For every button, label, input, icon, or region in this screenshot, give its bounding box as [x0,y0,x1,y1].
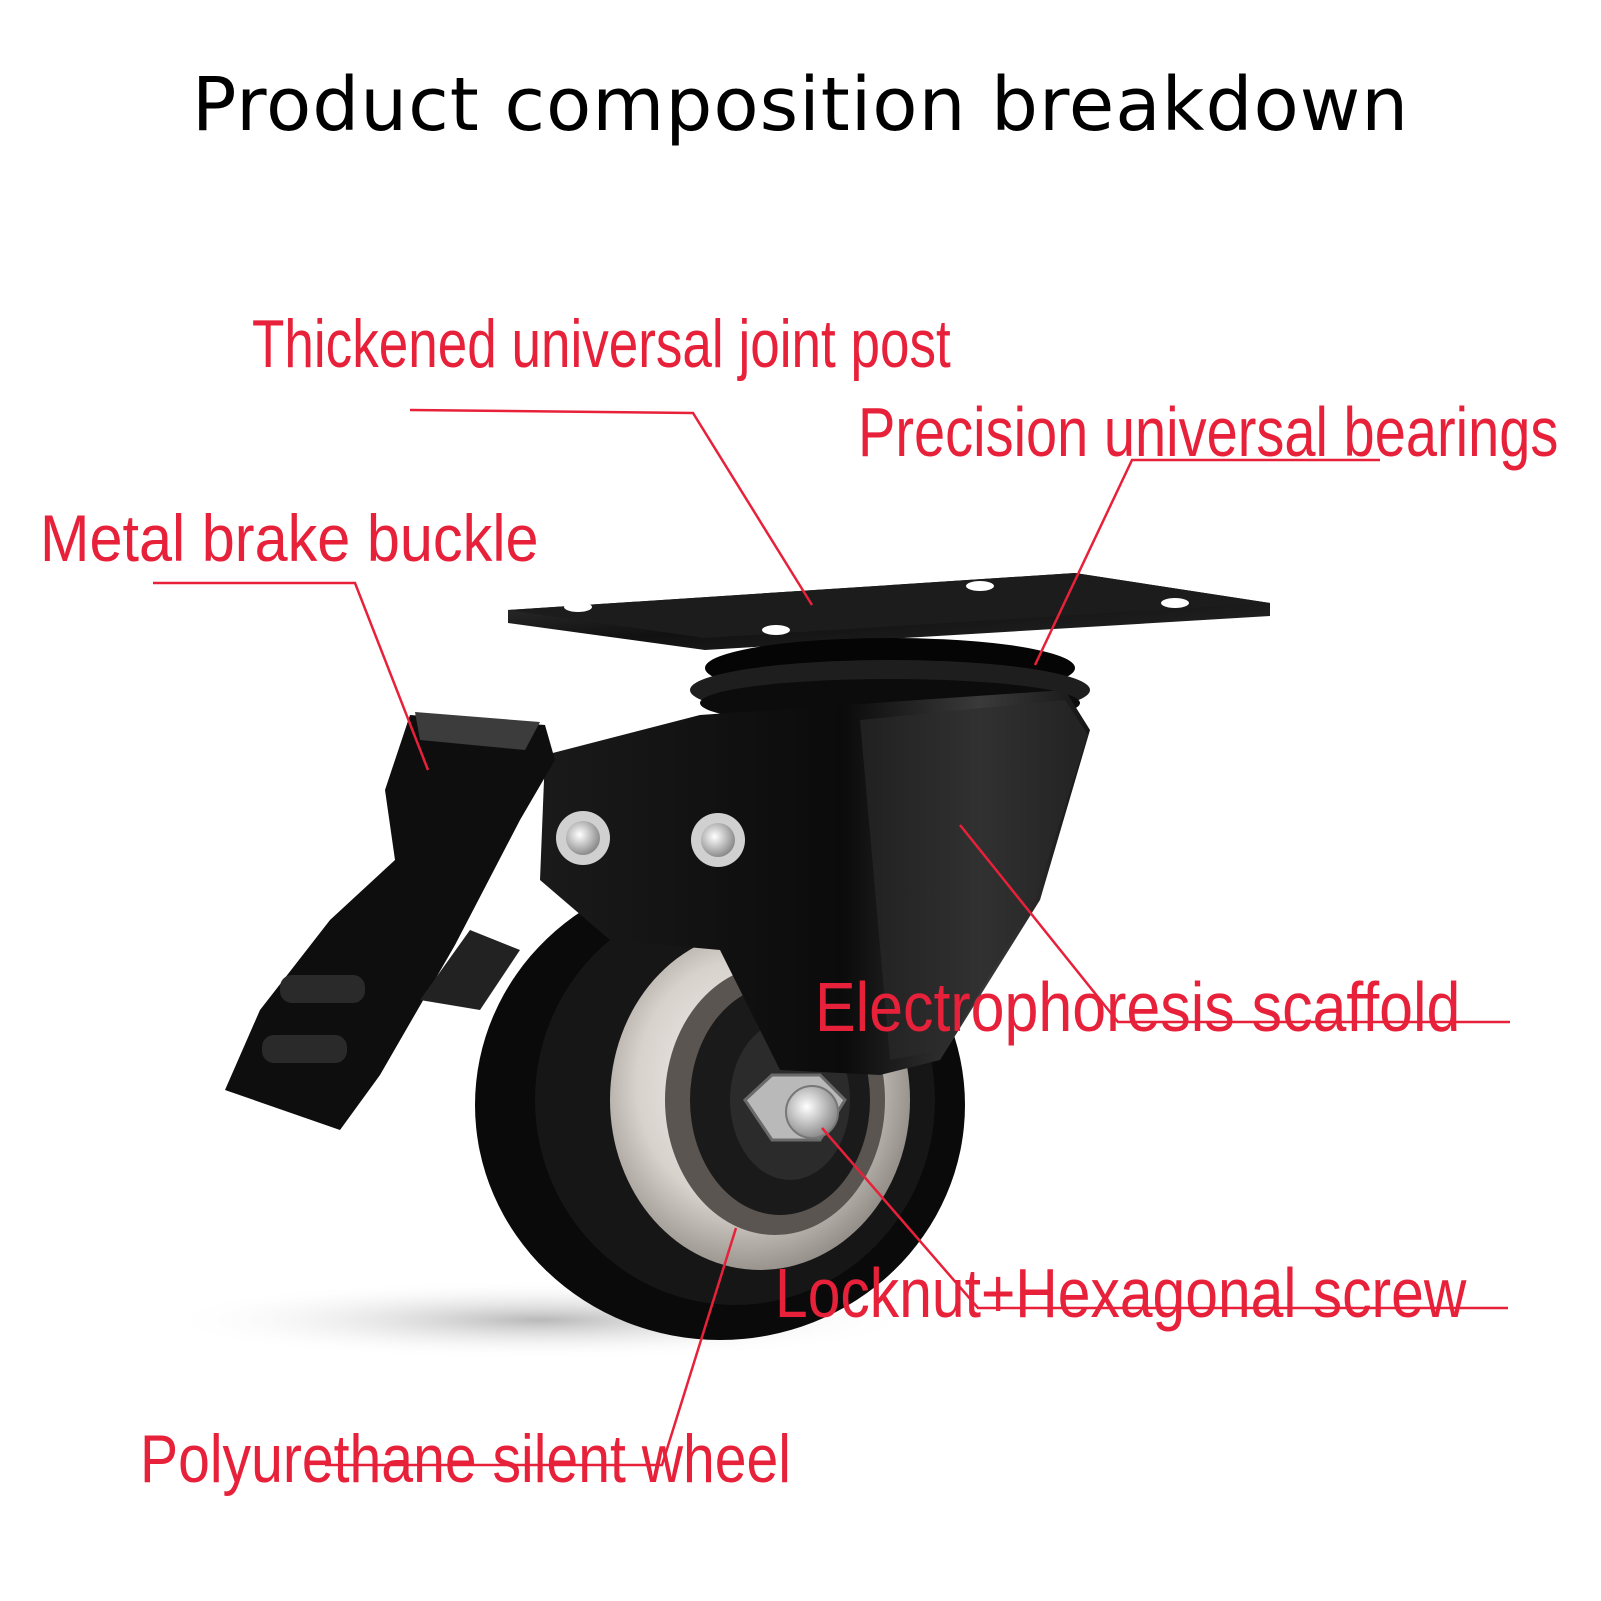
label-brake-buckle: Metal brake buckle [40,501,539,575]
label-scaffold: Electrophoresis scaffold [815,968,1461,1046]
leader-wheel [325,1227,738,1467]
brake-buckle [225,712,555,1130]
leader-joint-post [409,408,814,606]
label-locknut: Locknut+Hexagonal screw [775,1254,1467,1332]
leader-bearings [1033,458,1380,666]
axle-locknut [743,1073,847,1142]
label-bearings: Precision universal bearings [858,393,1559,471]
fork-scaffold [540,690,1090,1075]
label-joint-post: Thickened universal joint post [252,306,951,382]
leader-locknut [821,1127,1508,1310]
page-title: Product composition breakdown [191,62,1410,148]
mounting-plate [508,573,1270,650]
leader-scaffold [959,824,1510,1024]
label-wheel: Polyurethane silent wheel [140,1421,791,1497]
side-rivets [556,811,745,867]
leader-brake-buckle [153,581,430,771]
